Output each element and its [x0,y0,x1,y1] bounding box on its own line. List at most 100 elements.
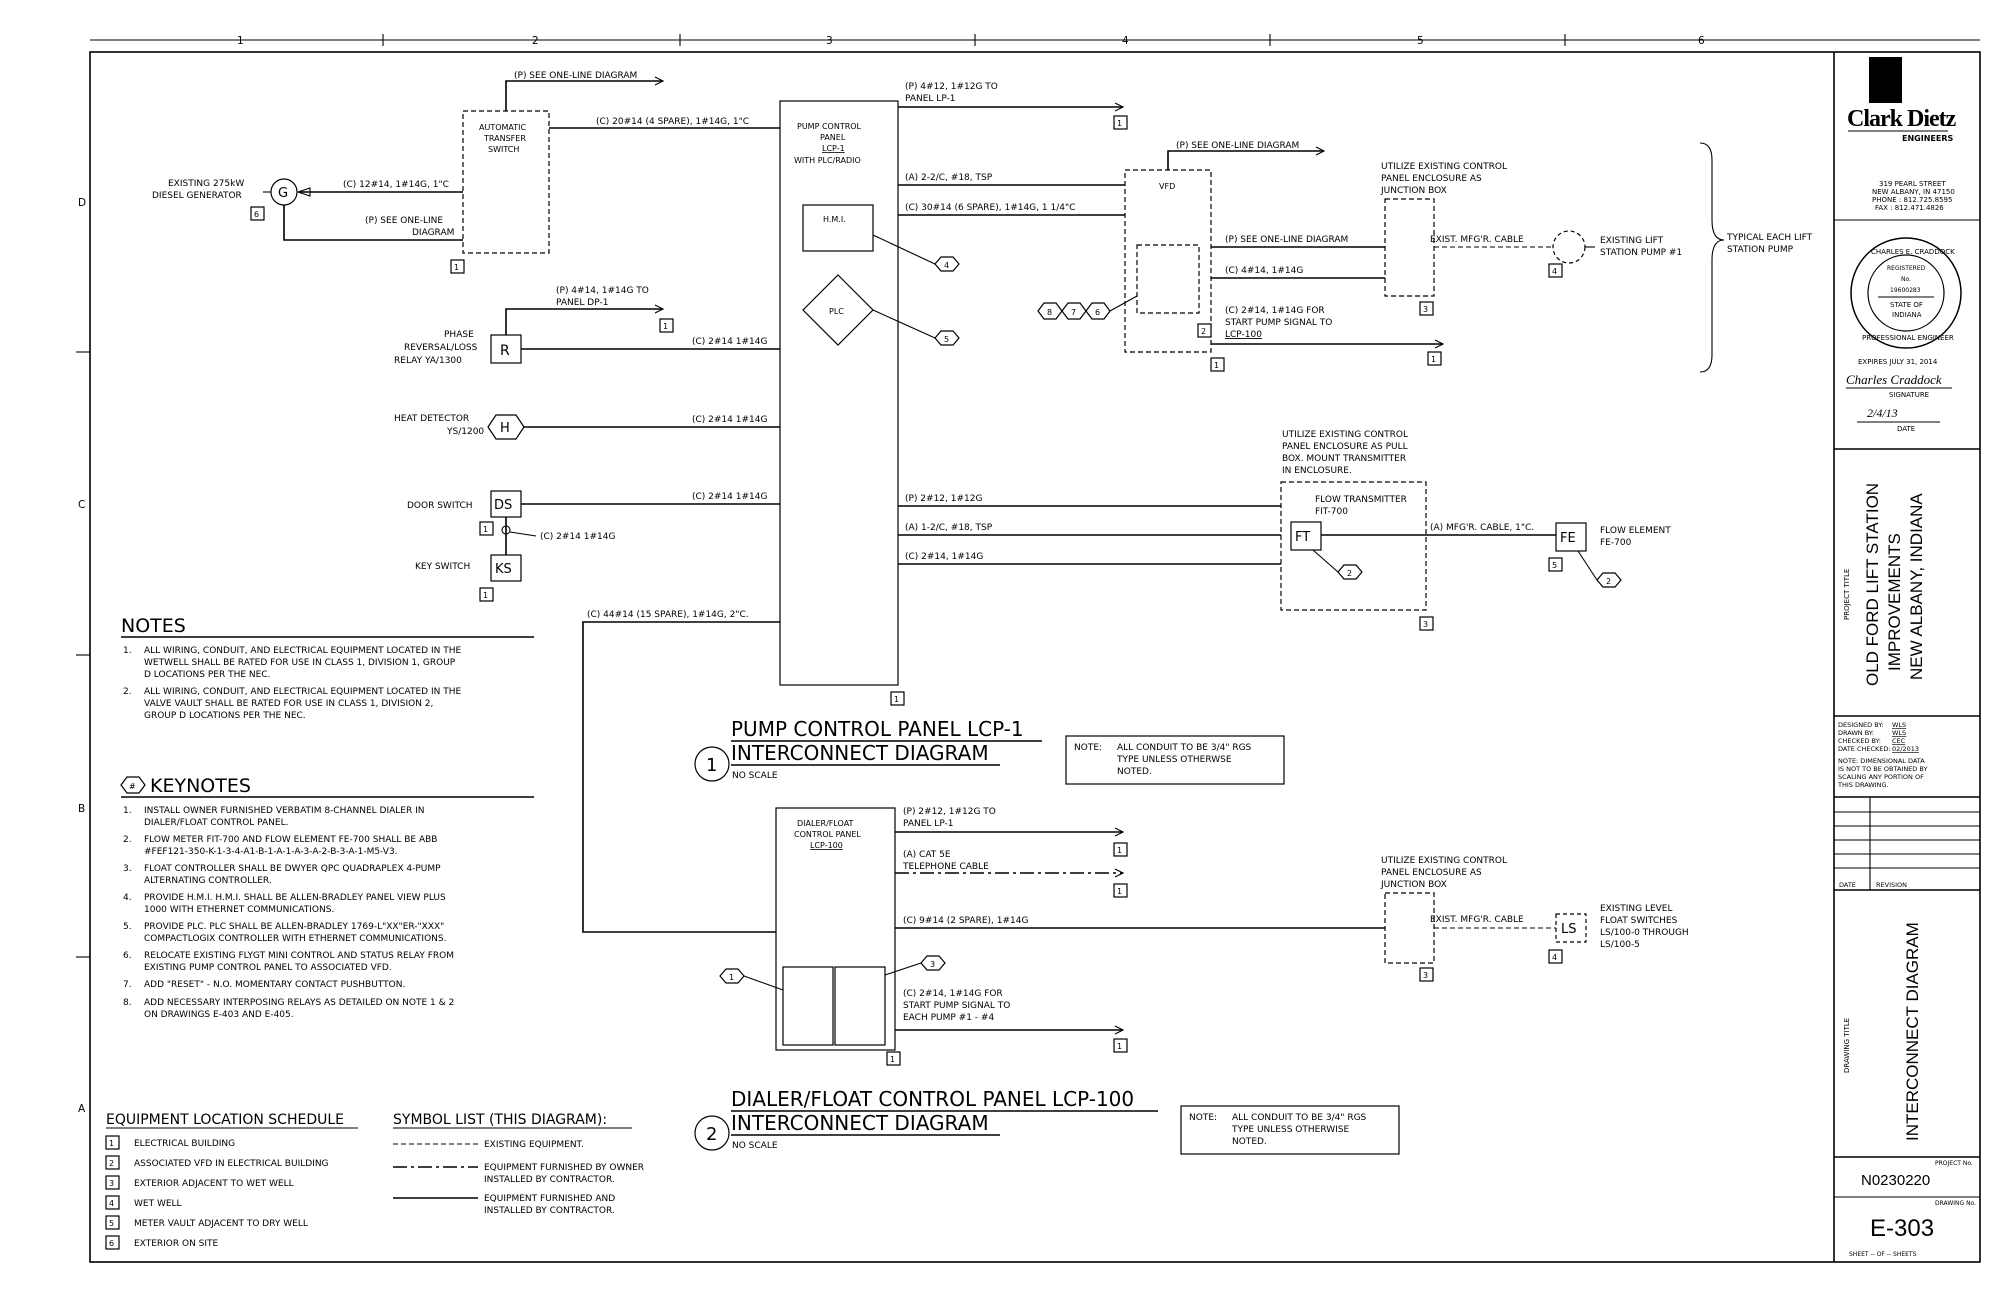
sign-date: 2/4/13 [1867,406,1898,420]
engineer-seal: CHARLES E. CRADDOCK REGISTERED No. 19600… [1850,237,1962,349]
pump-label-2: STATION PUMP #1 [1600,248,1682,258]
lcp1-out-label: (P) 4#12, 1#12G TO [905,82,998,92]
jb2-cable: EXIST. MFG'R. CABLE [1430,915,1524,925]
key-loc: 1 [483,591,488,600]
seal-number: 19600283 [1890,287,1921,294]
vfd-start-label-3: LCP-100 [1225,330,1262,340]
ats-oneline-top: (P) SEE ONE-LINE DIAGRAM [514,71,637,81]
ats-label-2: TRANSFER [483,134,526,143]
dim-note: NOTE: DIMENSIONAL DATA [1838,757,1925,765]
float-label-2: FLOAT SWITCHES [1600,916,1678,926]
project-title-label: PROJECT TITLE [1843,569,1851,620]
float-label-3: LS/100-0 THROUGH [1600,928,1689,938]
phase-feed-loc: 1 [663,322,668,331]
lcp1-out-label-2: PANEL LP-1 [905,94,956,104]
phase-relay-symbol: R [500,343,510,359]
keynote-text: COMPACTLOGIX CONTROLLER WITH ETHERNET CO… [144,934,446,944]
project-title-2: IMPROVEMENTS [1885,533,1904,671]
detail-2-title-2: INTERCONNECT DIAGRAM [731,1111,989,1135]
keynote-text: RELOCATE EXISTING FLYGT MINI CONTROL AND… [144,951,454,961]
lcp100-p-loc: 1 [1117,846,1122,855]
lcp100-label: DIALER/FLOAT [797,819,854,828]
vfd-start-loc: 1 [1431,355,1436,364]
jb2-label: UTILIZE EXISTING CONTROL [1381,856,1507,866]
keynote-text: ALTERNATING CONTROLLER. [144,876,272,886]
typical-label: TYPICAL EACH LIFT [1726,233,1813,243]
phase-feed-label-2: PANEL DP-1 [556,298,608,308]
checked-by: CEC [1892,737,1906,745]
jb2-label-2: PANEL ENCLOSURE AS [1381,868,1482,878]
address-line: 319 PEARL STREET [1879,180,1946,188]
date-checked: 02/2013 [1892,745,1919,753]
grid-col-5: 5 [1417,35,1424,47]
lcp100-label-3: LCP-100 [810,841,843,850]
lcp1-panel [779,100,899,686]
note-2-line-3: NOTED. [1232,1137,1267,1147]
ats-oneline-left: (P) SEE ONE-LINE [365,216,443,226]
note-text: ALL WIRING, CONDUIT, AND ELECTRICAL EQUI… [144,687,461,697]
grid-row-b: B [78,803,85,815]
keynote-text: ADD "RESET" - N.O. MOMENTARY CONTACT PUS… [144,980,405,990]
fe-symbol [1555,522,1587,552]
ft-symbol-text: FT [1295,530,1310,545]
seal-pe: PROFESSIONAL ENGINEER [1862,334,1954,342]
keynote-text: FLOAT CONTROLLER SHALL BE DWYER QPC QUAD… [144,864,441,874]
keynote-num: 5. [123,922,132,932]
ats-to-lcp-cable: (C) 20#14 (4 SPARE), 1#14G, 1"C [596,117,749,127]
note-box-2 [1180,1105,1400,1155]
project-no: N0230220 [1861,1172,1930,1189]
lcp1-p-ft: (P) 2#12, 1#12G [905,494,982,504]
lcp1-loc: 1 [894,695,899,704]
phase-relay-cable: (C) 2#14 1#14G [692,337,767,347]
ft-label-2: FIT-700 [1315,507,1348,517]
lcp100-keynote-3: 3 [930,960,935,969]
detail-2-scale: NO SCALE [732,1141,778,1151]
phase-relay-label-3: RELAY YA/1300 [394,356,462,366]
lcp1-c-ft: (C) 2#14, 1#14G [905,552,983,562]
gen-cable-label: (C) 12#14, 1#14G, 1"C [343,180,449,190]
door-cable: (C) 2#14 1#14G [692,492,767,502]
keynote-5-num: 5 [944,335,949,344]
address-line: PHONE : 812.725.8595 [1872,196,1952,204]
fe-symbol-text: FE [1560,531,1576,546]
ats-box [462,110,550,254]
lcp1-label-2: PANEL [820,133,846,142]
keynote-num: 4. [123,893,132,903]
schedule-list: 1 ELECTRICAL BUILDING 2 ASSOCIATED VFD I… [105,1135,329,1250]
vfd-start-label: (C) 2#14, 1#14G FOR [1225,306,1325,316]
note-text: VALVE VAULT SHALL BE RATED FOR USE IN CL… [144,699,433,709]
note-1-line-3: NOTED. [1117,767,1152,777]
float-controller-box [834,966,886,1046]
project-no-label: PROJECT No. [1935,1160,1973,1167]
vfd-keynotes: 8 7 6 [1037,295,1138,320]
heat-symbol: H [500,421,510,436]
sheet-count: SHEET -- OF -- SHEETS [1849,1251,1917,1258]
generator-loc: 6 [254,210,259,219]
note-1-head: NOTE: [1074,743,1102,753]
lcp100-start-label-3: EACH PUMP #1 - #4 [903,1013,994,1023]
lcp1-label-4: WITH PLC/RADIO [794,156,861,165]
keynote-text: ON DRAWINGS E-403 AND E-405. [144,1010,294,1020]
seal-no: No. [1901,276,1911,283]
dim-note: SCALING ANY PORTION OF [1838,773,1924,781]
phase-relay-label: PHASE [444,330,474,340]
ft-symbol [1290,521,1322,551]
ft-label: FLOW TRANSMITTER [1315,495,1407,505]
fe-keynote: 2 [1606,577,1611,586]
symbol-list-heading: SYMBOL LIST (THIS DIAGRAM): [393,1112,607,1128]
jb1-loc: 3 [1423,305,1428,314]
keynote-text: ADD NECESSARY INTERPOSING RELAYS AS DETA… [144,998,454,1008]
seal-name: CHARLES E. CRADDOCK [1871,248,1955,256]
detail-1-scale: NO SCALE [732,771,778,781]
fe-loc: 5 [1552,561,1557,570]
lcp100-start-loc: 1 [1117,1042,1122,1051]
lcp1-a-cable: (A) 2-2/C, #18, TSP [905,173,993,183]
fe-label-2: FE-700 [1600,538,1632,548]
keynote-num: 6. [123,951,132,961]
lcp1-c-cable: (C) 30#14 (6 SPARE), 1#14G, 1 1/4"C [905,203,1075,213]
schedule-text: WET WELL [134,1199,182,1209]
pump-loc: 4 [1552,267,1557,276]
seal-expires: EXPIRES JULY 31, 2014 [1858,358,1938,366]
vfd-p-cable: (P) SEE ONE-LINE DIAGRAM [1225,235,1348,245]
